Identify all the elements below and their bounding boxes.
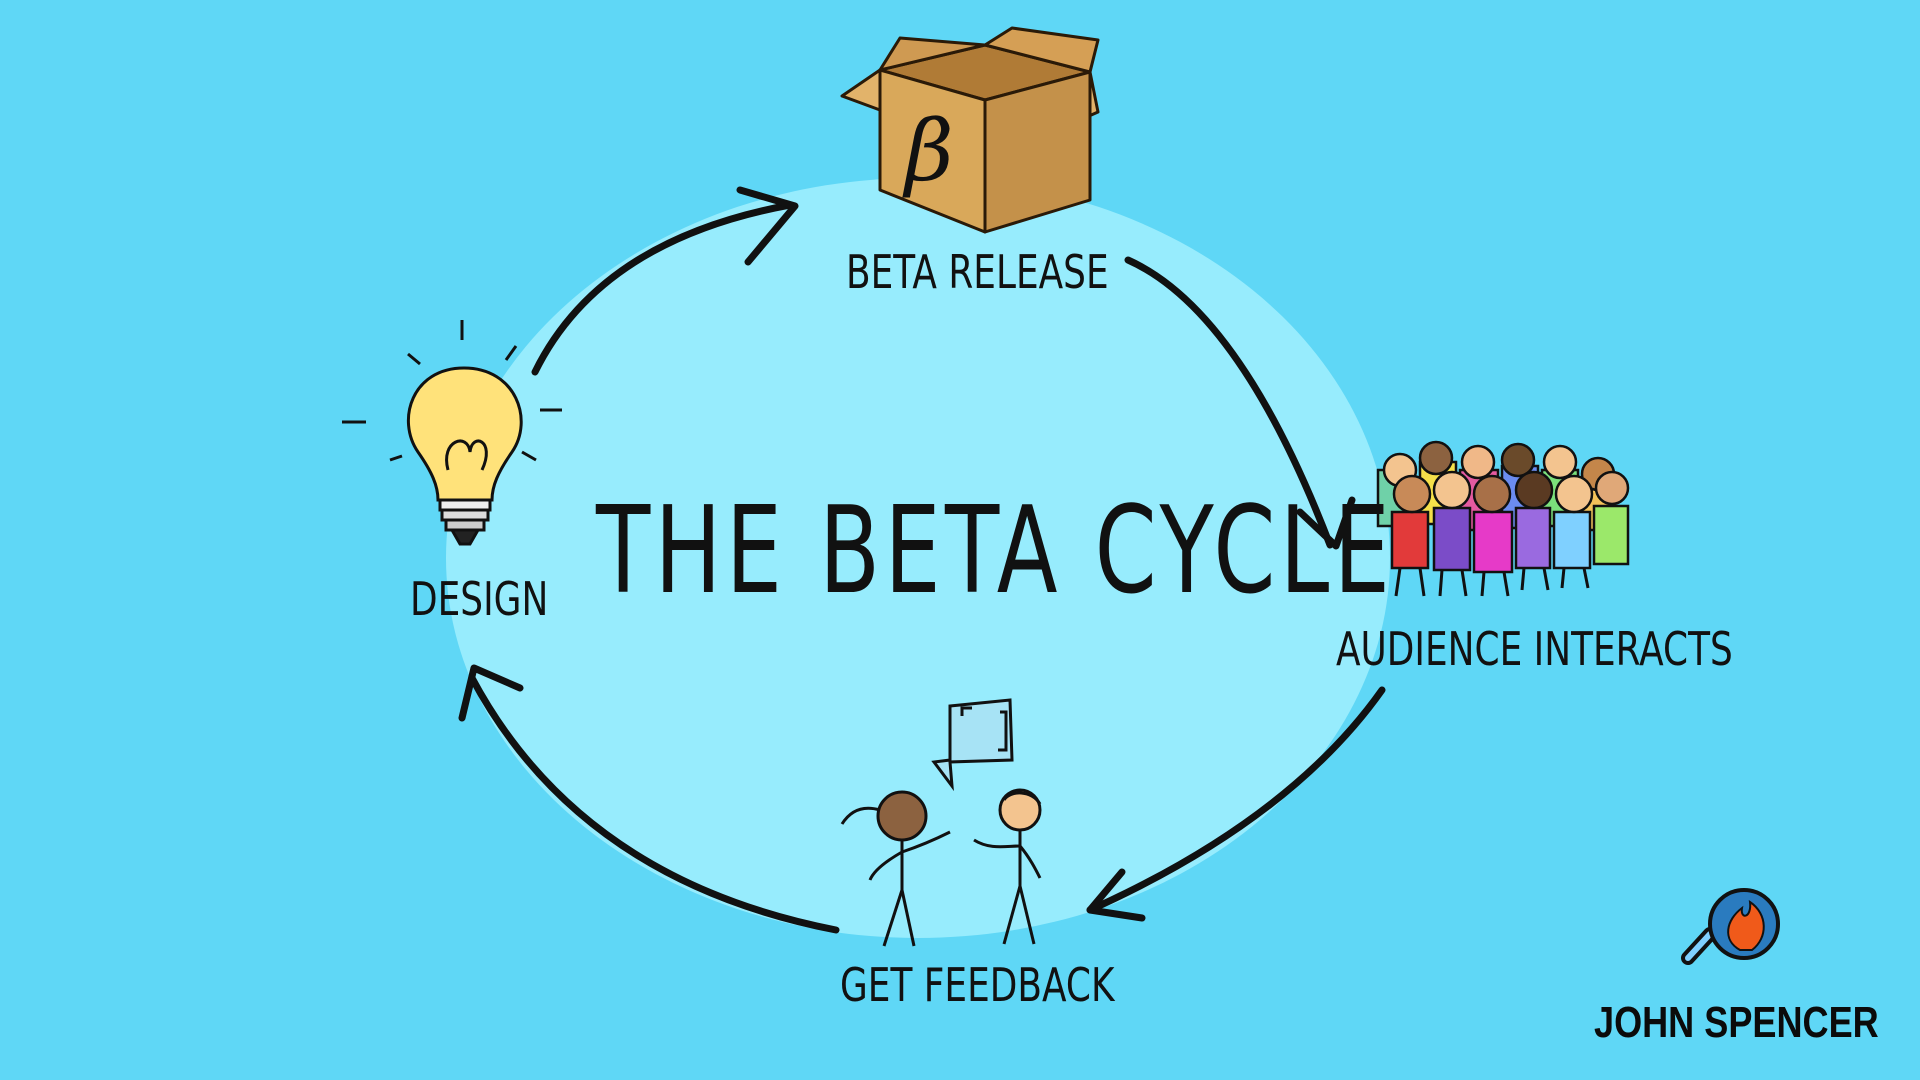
crowd-icon: [1376, 440, 1630, 597]
magnifying-glass-flame-icon: [1681, 888, 1780, 965]
arrow-audience-to-feedback: [1086, 686, 1386, 914]
arrow-head-release: [736, 186, 799, 266]
brand-name: JOHN SPENCER: [1594, 998, 1879, 1047]
lightbulb-icon: [342, 320, 562, 546]
two-people-talking-icon: [840, 698, 1042, 947]
arrow-head-audience: [1296, 496, 1356, 550]
stage-label-audience-interacts: AUDIENCE INTERACTS: [1336, 622, 1733, 676]
stage-label-design: DESIGN: [410, 572, 549, 626]
cardboard-box-icon: β: [840, 26, 1100, 234]
beta-symbol: β: [902, 102, 954, 200]
arrow-feedback-to-design: [468, 674, 840, 934]
arrow-head-design: [458, 664, 524, 722]
arrow-release-to-audience: [1124, 256, 1334, 549]
stage-label-beta-release: BETA RELEASE: [846, 245, 1109, 299]
page-title: THE BETA CYCLE: [596, 482, 1395, 621]
arrow-head-feedback: [1086, 868, 1146, 922]
arrow-design-to-release: [531, 201, 794, 376]
stage-label-get-feedback: GET FEEDBACK: [840, 958, 1115, 1012]
